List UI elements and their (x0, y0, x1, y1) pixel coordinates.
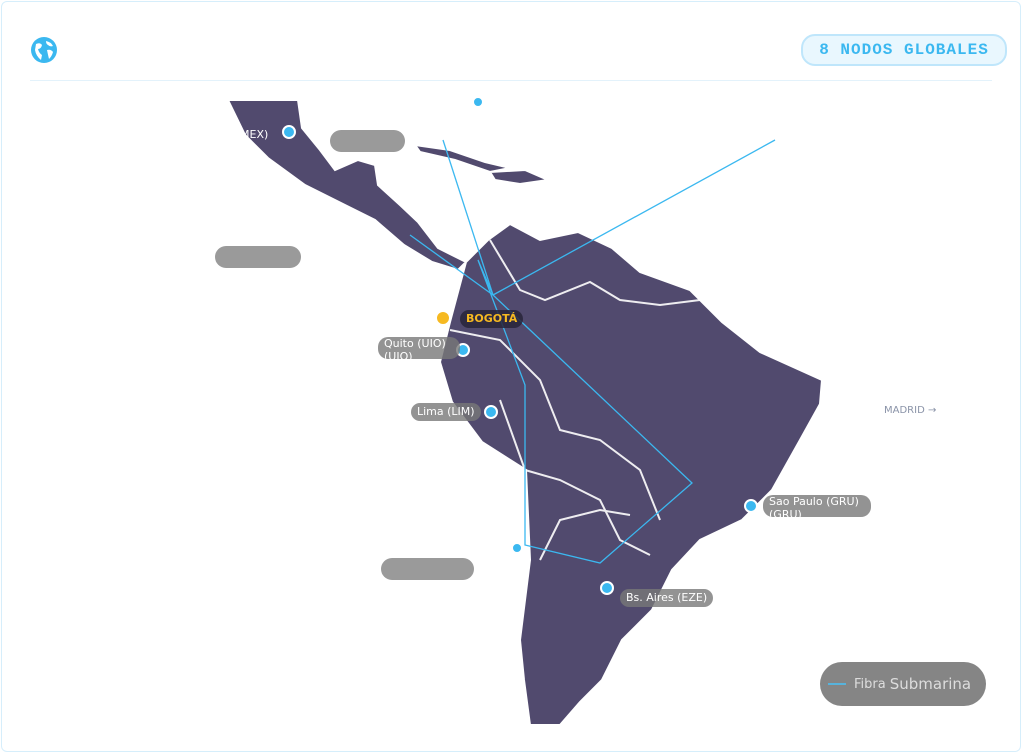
south-america (438, 222, 824, 726)
land-masses (226, 99, 824, 726)
fiber-line-swatch (828, 683, 846, 685)
node-lima (484, 405, 498, 419)
node-santiago (511, 542, 523, 554)
label-placeholder (381, 558, 474, 580)
node-label-mexico: MEX) (240, 128, 269, 141)
node-caribbean (472, 96, 484, 108)
legend-fibra: Fibra (854, 676, 886, 692)
cuba (412, 143, 511, 174)
cable-north (442, 139, 494, 296)
globe-icon (31, 37, 57, 63)
node-label-lima: Lima (LIM) (411, 403, 481, 421)
label-placeholder (330, 130, 405, 152)
map-legend: Fibra Submarina (820, 662, 986, 706)
label-placeholder (215, 246, 301, 268)
global-nodes-badge: 8 NODOS GLOBALES (801, 34, 1007, 66)
cable-central (409, 234, 494, 296)
node-label-buenos-aires: Bs. Aires (EZE) (620, 589, 714, 607)
node-mexico (282, 125, 296, 139)
borders (449, 239, 701, 561)
node-sao-paulo (744, 499, 758, 513)
fiber-cables (409, 139, 776, 564)
node-label-bogota: BOGOTÁ (460, 310, 524, 328)
mexico-central-america (226, 99, 468, 272)
node-label-quito: Quito (UIO) (UIO) (378, 337, 460, 359)
node-buenos-aires (600, 581, 614, 595)
node-bogota-hub (435, 310, 451, 326)
header-divider (30, 80, 992, 81)
cable-ring (477, 259, 693, 564)
legend-submarina: Submarina (889, 675, 972, 693)
madrid-offmap-link[interactable]: MADRID → (884, 405, 937, 416)
hispaniola (488, 168, 552, 186)
node-label-sao-paulo: Sao Paulo (GRU) (GRU) (763, 495, 871, 517)
cable-atlantic (492, 139, 776, 296)
